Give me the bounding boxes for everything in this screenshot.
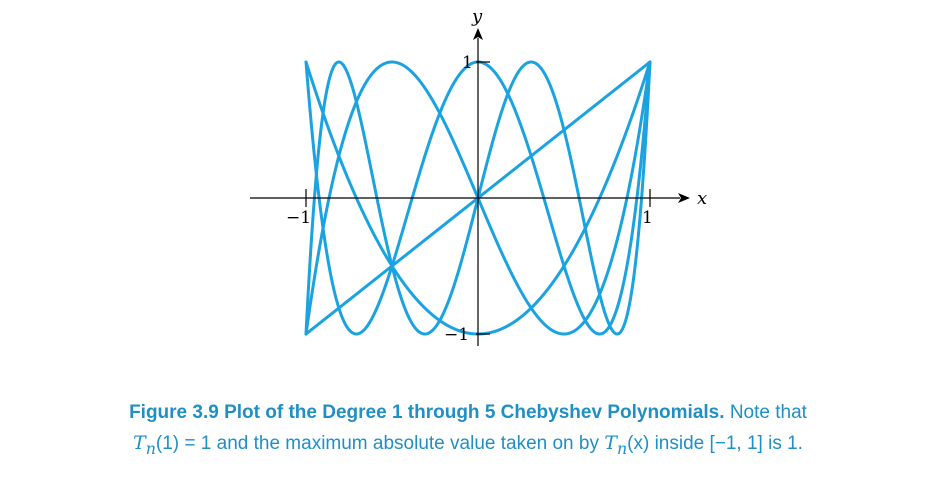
y-tick-label: −1 xyxy=(444,325,469,345)
caption-t2: T xyxy=(604,432,617,454)
y-axis-label: y xyxy=(471,6,483,27)
x-tick-label: −1 xyxy=(286,208,311,228)
caption-text-3: (x) inside [−1, 1] is 1. xyxy=(627,433,803,454)
caption-text-1: Note that xyxy=(729,402,807,423)
ticks-group: −1 1 1 −1 xyxy=(286,53,653,345)
figure-caption: Figure 3.9 Plot of the Degree 1 through … xyxy=(0,397,936,465)
caption-text-2: (1) = 1 and the maximum absolute value t… xyxy=(155,433,605,454)
caption-n2: n xyxy=(616,438,628,458)
x-tick-label: 1 xyxy=(642,208,653,228)
caption-line-2: Tn(1) = 1 and the maximum absolute value… xyxy=(0,428,936,465)
caption-t1: T xyxy=(133,432,146,454)
x-axis-arrow xyxy=(678,193,690,203)
y-axis-arrow xyxy=(473,28,483,40)
caption-line-1: Figure 3.9 Plot of the Degree 1 through … xyxy=(0,397,936,428)
y-tick-label: 1 xyxy=(462,53,473,73)
caption-label: Figure 3.9 Plot of the Degree 1 through … xyxy=(129,402,725,423)
caption-n1: n xyxy=(145,438,156,458)
x-axis-label: x xyxy=(697,188,707,209)
chebyshev-plot: x y −1 1 1 −1 xyxy=(250,6,707,346)
